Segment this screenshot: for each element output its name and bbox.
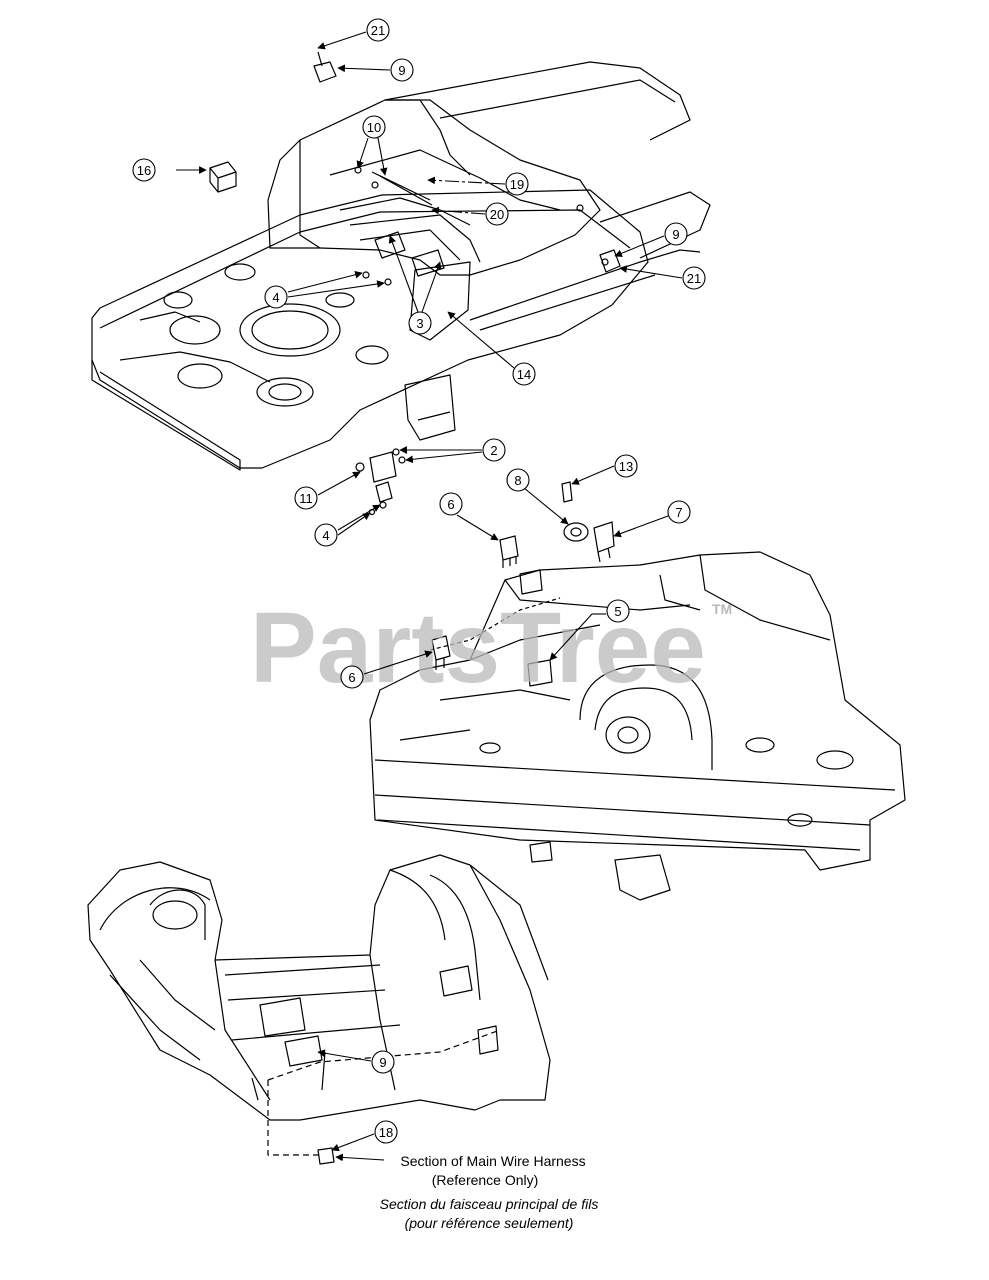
callout-5[interactable]: 5 <box>549 599 630 661</box>
callout-14[interactable]: 14 <box>447 311 536 386</box>
svg-text:9: 9 <box>379 1055 386 1070</box>
svg-text:11: 11 <box>299 491 313 506</box>
harness-caption: Section of Main Wire Harness (Reference … <box>380 1153 599 1231</box>
callout-10[interactable]: 10 <box>356 115 388 176</box>
watermark: PartsTree TM <box>250 592 732 704</box>
middle-deck-drawing <box>369 551 906 901</box>
caption-line-1: Section of Main Wire Harness <box>400 1153 585 1169</box>
svg-text:13: 13 <box>619 459 633 474</box>
svg-text:9: 9 <box>398 63 405 78</box>
svg-text:4: 4 <box>272 290 279 305</box>
caption-arrow <box>335 1153 385 1162</box>
caption-line-4: (pour référence seulement) <box>405 1215 574 1231</box>
callout-8[interactable]: 8 <box>506 468 569 525</box>
callout-18[interactable]: 18 <box>331 1120 398 1152</box>
svg-text:14: 14 <box>517 367 531 382</box>
callout-16[interactable]: 16 <box>132 158 207 182</box>
callout-20[interactable]: 20 <box>431 202 509 226</box>
svg-text:21: 21 <box>687 271 701 286</box>
svg-text:8: 8 <box>514 473 521 488</box>
callout-19[interactable]: 19 <box>427 172 529 196</box>
callout-4-lower[interactable]: 4 <box>314 504 381 547</box>
callout-3[interactable]: 3 <box>388 235 442 335</box>
lower-frame-drawing <box>87 854 551 1165</box>
callout-21-right[interactable]: 21 <box>619 265 706 290</box>
svg-text:9: 9 <box>672 227 679 242</box>
callout-13[interactable]: 13 <box>571 454 638 485</box>
callout-6-lower[interactable]: 6 <box>340 650 433 689</box>
caption-line-2: (Reference Only) <box>432 1172 539 1188</box>
svg-text:19: 19 <box>510 177 524 192</box>
middle-small-parts <box>355 448 615 568</box>
svg-text:5: 5 <box>614 604 621 619</box>
svg-text:3: 3 <box>416 316 423 331</box>
upper-frame-drawing <box>91 51 711 471</box>
svg-text:18: 18 <box>379 1125 393 1140</box>
callout-4-upper[interactable]: 4 <box>264 270 385 309</box>
svg-text:21: 21 <box>371 23 385 38</box>
watermark-tm: TM <box>712 601 732 617</box>
svg-text:4: 4 <box>322 528 329 543</box>
callout-7[interactable]: 7 <box>613 500 691 538</box>
callout-21-top[interactable]: 21 <box>317 18 390 50</box>
callout-9-bottom[interactable]: 9 <box>317 1049 395 1074</box>
callout-6-upper[interactable]: 6 <box>439 492 499 541</box>
callout-9-top[interactable]: 9 <box>337 58 414 82</box>
svg-text:2: 2 <box>490 443 497 458</box>
caption-line-3: Section du faisceau principal de fils <box>380 1196 599 1212</box>
callout-11[interactable]: 11 <box>294 471 361 510</box>
svg-text:10: 10 <box>367 120 381 135</box>
watermark-text: PartsTree <box>250 592 706 704</box>
callout-9-right[interactable]: 9 <box>614 222 688 257</box>
callout-2[interactable]: 2 <box>399 438 506 464</box>
svg-text:6: 6 <box>447 497 454 512</box>
svg-text:20: 20 <box>490 207 504 222</box>
svg-text:6: 6 <box>348 670 355 685</box>
svg-text:7: 7 <box>675 505 682 520</box>
svg-text:16: 16 <box>137 163 151 178</box>
